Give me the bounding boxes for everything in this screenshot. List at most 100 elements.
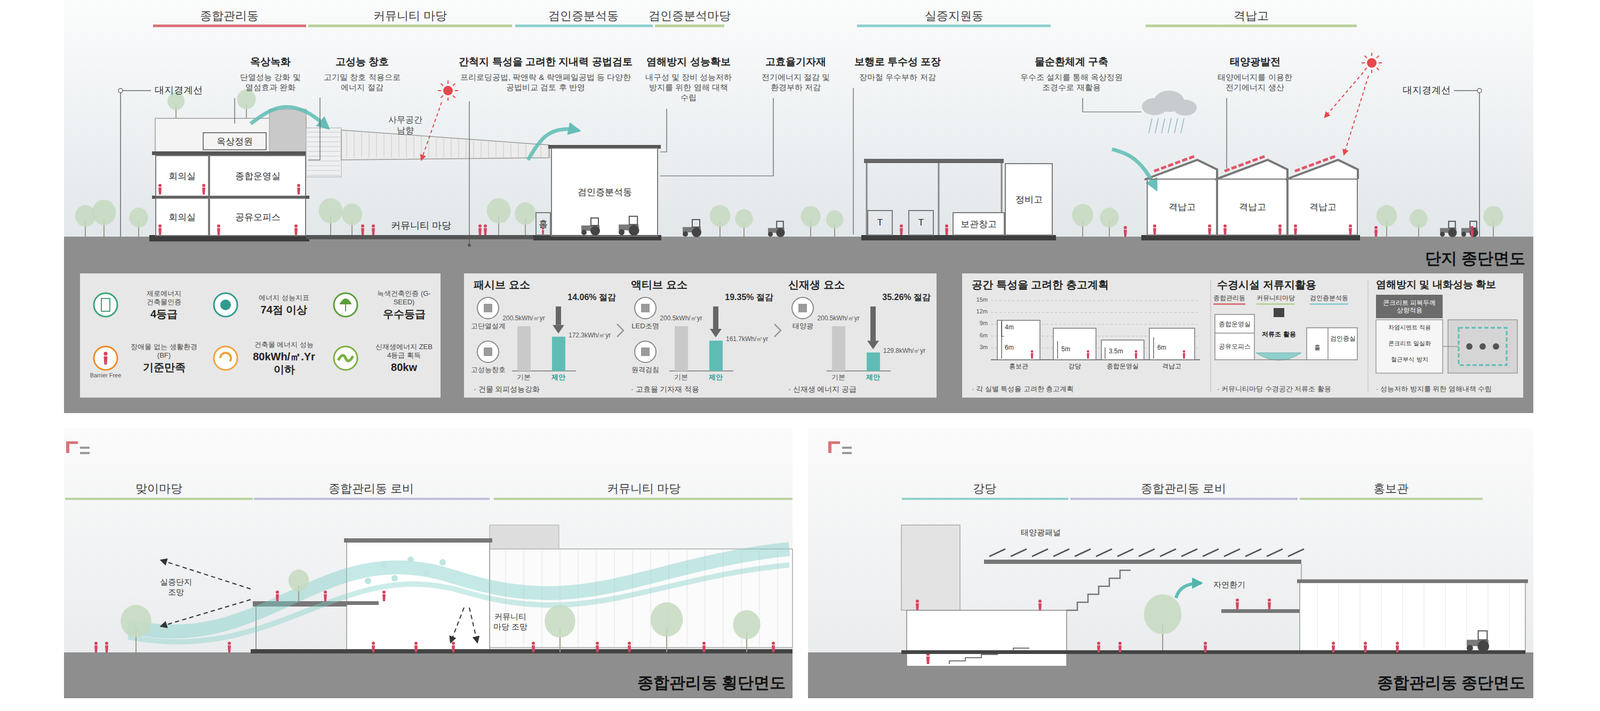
window-mullion [307, 161, 341, 162]
sun-ray [1364, 56, 1367, 59]
exhibition-hall [1299, 581, 1526, 653]
tractor-cab [776, 221, 784, 229]
cert-icon [213, 293, 238, 317]
sun-ray [454, 90, 459, 92]
person-head [1363, 642, 1367, 646]
node-label: 건축물 에너지 성능 [254, 340, 314, 350]
person-body [483, 228, 487, 236]
room-box: 격납고 [1287, 178, 1358, 236]
node-label: 장애물 없는 생활환경(BF) [130, 342, 198, 360]
cloud [1173, 99, 1197, 116]
solar-panel [1294, 156, 1336, 172]
window-mullion [307, 137, 341, 138]
tractor-wheel [590, 226, 600, 236]
facade-line [1338, 583, 1340, 652]
zone-bar [515, 24, 653, 28]
node-label: 종합운영실 [235, 170, 281, 183]
solar-panel [1074, 549, 1091, 557]
room-box: 종합운영실 [209, 155, 307, 197]
person-body [1203, 645, 1207, 653]
axis-tick: 9m [979, 320, 988, 328]
zone-bar [901, 498, 1069, 501]
tree-crown [120, 605, 152, 638]
zone-bar [153, 24, 307, 28]
person-head [1278, 224, 1282, 228]
dimension-line [1001, 320, 1002, 337]
zone-header: 커뮤니티 마당 [606, 481, 681, 497]
person-body [158, 228, 162, 236]
reduction-arrowhead [867, 340, 879, 350]
tractor-cab [590, 218, 599, 226]
sun-ray-arrow [421, 102, 442, 160]
person-body [202, 187, 206, 195]
facade-line [1360, 583, 1361, 652]
view-label: 실증단지 조망 [157, 577, 195, 598]
node-label: 옥상정원 [216, 135, 253, 148]
axis-tick: 6m [979, 332, 988, 340]
person-body [1208, 228, 1212, 236]
cert-icon [93, 346, 118, 371]
element-icon [477, 341, 499, 363]
person-body [1293, 228, 1298, 236]
certification-item: 장애물 없는 생활환경(BF)기준만족 [130, 342, 198, 374]
facade-line [759, 550, 760, 647]
part-label: 태양광패널 [1020, 528, 1061, 539]
room-box: 정비고 [1004, 163, 1053, 236]
roof-mullion [503, 142, 504, 158]
floor-slab [1221, 609, 1302, 614]
community-roof [341, 130, 550, 160]
sun-ray [1364, 67, 1367, 70]
zone-header: 종합관리동 로비 [1140, 481, 1227, 497]
ground-band [64, 236, 1534, 414]
airflow-arrow [1112, 149, 1157, 190]
leader-line [468, 101, 470, 246]
tree-crown [1376, 205, 1397, 228]
person-body [1267, 602, 1271, 610]
roof-mullion [369, 133, 370, 158]
logo-mark [842, 446, 852, 450]
leader-line [1453, 90, 1478, 92]
sun-ray [1361, 62, 1365, 64]
zone-tag: 종합관리동 [1213, 294, 1246, 303]
solar-panel [1053, 549, 1070, 557]
node-label: 보관창고 [960, 218, 997, 231]
tractor-wheel [628, 225, 640, 236]
step-chevron [617, 324, 624, 338]
certification-item: 녹색건축인증 (G-SEED)우수등급 [370, 289, 438, 321]
leader-dot [467, 243, 471, 247]
tree-crown [1099, 208, 1119, 228]
leader-line [1082, 98, 1142, 112]
retention-basin [1256, 353, 1302, 361]
panel-heading: 수경시설 저류지활용 [1217, 278, 1317, 292]
element-icon-mark [798, 304, 807, 313]
reduction-arrow [713, 306, 719, 330]
sun-ray [452, 83, 455, 86]
person-head [1348, 224, 1352, 228]
solar-panel [989, 549, 1006, 557]
roof-mullion [443, 138, 445, 158]
facade-line [632, 550, 634, 647]
person-head [103, 352, 108, 356]
person-body [1235, 602, 1239, 610]
panel-note: · 커뮤니티마당 수경공간 저류조 활용 [1217, 385, 1332, 394]
person-body [1363, 645, 1367, 653]
node-label: 격납고 [1238, 201, 1267, 214]
roof-mullion [481, 141, 482, 158]
person-head [595, 642, 599, 646]
person-head [531, 642, 535, 646]
reduction-arrowhead [552, 325, 565, 334]
person-head [323, 590, 327, 595]
building-fill [1004, 163, 1053, 237]
sun-disc [1366, 58, 1377, 68]
icon-caption: 태양광 [792, 322, 814, 331]
facade-line [1424, 583, 1425, 652]
person-head [1267, 598, 1271, 603]
person-body [294, 228, 298, 236]
tractor-wheel [1448, 228, 1457, 238]
rebar [1492, 343, 1500, 350]
air-bubble [407, 556, 414, 564]
roof-mullion [346, 131, 348, 158]
saving-rate: 35.26% 절감 [882, 292, 931, 303]
tree-crown [92, 200, 117, 226]
tractor-cab [1448, 221, 1456, 229]
